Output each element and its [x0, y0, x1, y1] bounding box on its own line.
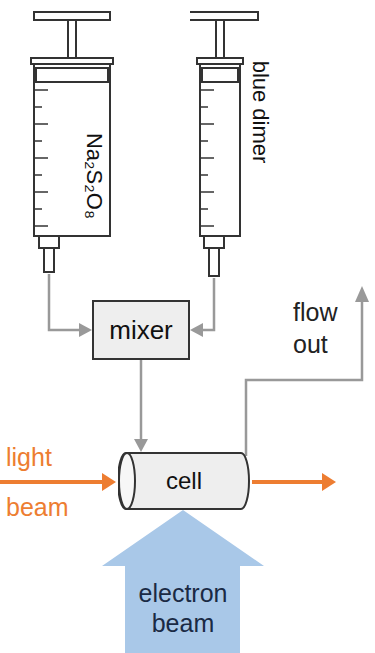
arrowhead [79, 323, 92, 337]
mixer-box: mixer [92, 300, 190, 360]
graduation-tick [200, 191, 214, 193]
graduation-tick [34, 191, 48, 193]
graduation-tick [200, 89, 214, 91]
connector-line [49, 274, 81, 330]
shape [204, 236, 224, 248]
shape [34, 64, 110, 236]
shape [209, 248, 219, 276]
syringe: blue dimer [190, 8, 280, 278]
arrowhead [355, 286, 369, 302]
flow-label: flow out [293, 296, 357, 360]
shape [119, 453, 135, 509]
graduation-tick [200, 174, 208, 176]
arrowhead [102, 473, 116, 491]
arrowhead [322, 473, 336, 491]
syringe-label: blue dimer [247, 61, 273, 164]
graduation-tick [34, 208, 42, 210]
shape [39, 236, 59, 248]
shape [34, 12, 110, 20]
connector-line [140, 360, 143, 441]
graduation-tick [34, 123, 48, 125]
graduation-tick [34, 225, 48, 227]
light-beam-out [252, 480, 322, 484]
graduation-tick [34, 157, 48, 159]
shape [190, 12, 258, 20]
cell-label: cell [166, 467, 202, 495]
graduation-tick [200, 157, 214, 159]
connector [134, 360, 148, 452]
graduation-tick [34, 174, 42, 176]
shape [36, 68, 108, 82]
shape [118, 453, 249, 509]
graduation-tick [34, 106, 42, 108]
electron-beam-label: electron beam [125, 578, 241, 638]
light-beam-label: light beam [6, 432, 102, 532]
shape [44, 248, 54, 272]
shape [202, 68, 238, 82]
connector [190, 278, 214, 337]
shape [93, 301, 189, 359]
graduation-tick [200, 123, 214, 125]
cell-cylinder: cell [118, 452, 250, 510]
graduation-tick [200, 106, 208, 108]
syringe: Na₂S₂O₈ [28, 8, 120, 274]
graduation-tick [200, 140, 208, 142]
electron-beam-arrow [102, 510, 264, 653]
box-label: mixer [109, 315, 173, 346]
arrowhead [190, 323, 203, 337]
graduation-tick [200, 208, 208, 210]
arrowhead [134, 439, 148, 452]
graduation-tick [34, 89, 48, 91]
shape [200, 64, 240, 236]
graduation-tick [34, 140, 42, 142]
connector-line [201, 278, 214, 330]
light-beam-in [0, 480, 104, 484]
connector [49, 274, 92, 337]
syringe-label: Na₂S₂O₈ [81, 133, 107, 219]
graduation-tick [200, 225, 214, 227]
